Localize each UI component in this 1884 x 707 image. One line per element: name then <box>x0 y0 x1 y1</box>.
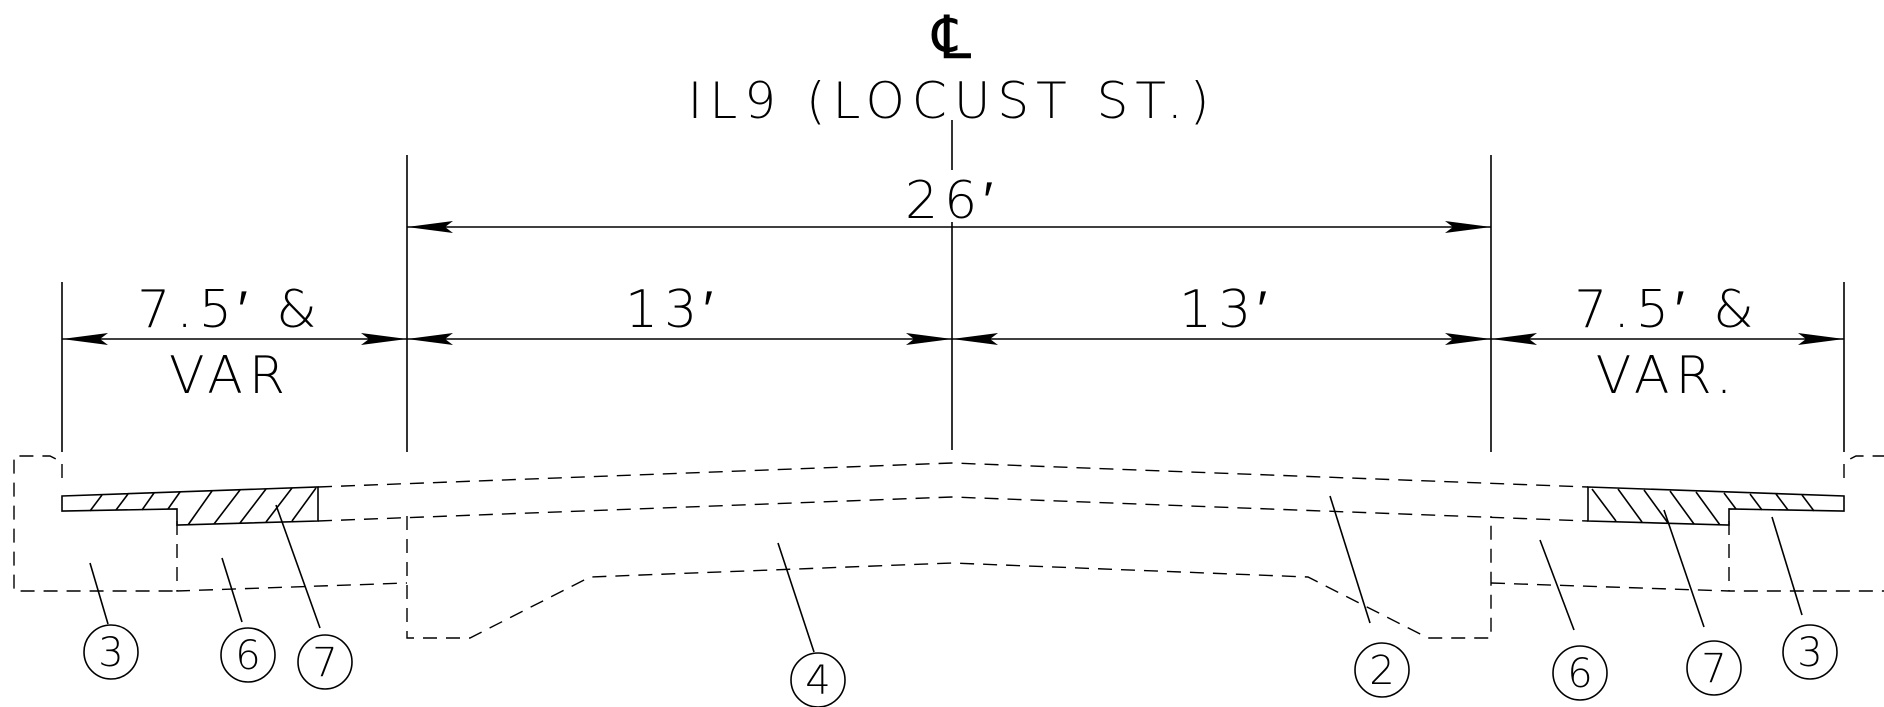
hatched-shoulder-right <box>1587 486 1845 526</box>
curb-outline-left <box>13 455 177 592</box>
callout-number: 7 <box>1701 646 1726 692</box>
callout-3-right: 3 <box>1782 624 1838 680</box>
curb-outline-right <box>1843 455 1884 478</box>
shoulder-base-right <box>1490 582 1884 592</box>
dimension-lane-left-label: 13′ <box>625 280 719 340</box>
dimension-overall-label: 26′ <box>905 171 999 231</box>
dimension-shoulder-right-line2: VAR. <box>1596 346 1739 406</box>
hatched-shoulder-left <box>61 486 319 526</box>
callout-6-right: 6 <box>1552 645 1608 701</box>
callout-number: 3 <box>98 630 123 676</box>
callout-7-left: 7 <box>297 634 353 690</box>
hatch-lines-left <box>89 487 317 526</box>
callout-7-right: 7 <box>1686 640 1742 696</box>
callout-number: 7 <box>312 640 337 686</box>
callout-number: 4 <box>805 658 830 704</box>
callout-3-left: 3 <box>83 624 139 680</box>
leader-lines <box>89 495 1803 653</box>
callout-number: 2 <box>1369 648 1394 694</box>
callout-number: 3 <box>1797 630 1822 676</box>
dimension-lane-right-label: 13′ <box>1179 280 1273 340</box>
dimension-shoulder-left-line2: VAR <box>169 346 291 406</box>
callout-number: 6 <box>1567 651 1592 697</box>
callout-6-left: 6 <box>220 627 276 683</box>
pavement-bottom-surface <box>317 496 1589 522</box>
hatch-lines-right <box>1591 488 1815 526</box>
shoulder-base-left <box>176 521 408 592</box>
callout-4: 4 <box>790 652 846 707</box>
callout-number: 6 <box>235 633 260 679</box>
dimension-shoulder-right-line1: 7.5′ & <box>1574 280 1760 340</box>
pavement-top-surface <box>317 462 1589 488</box>
road-name-label: IL9 (LOCUST ST.) <box>688 72 1217 130</box>
subbase-outline <box>406 516 1492 639</box>
centerline-symbol: ℄ <box>931 3 972 73</box>
dimension-shoulder-left-line1: 7.5′ & <box>137 280 323 340</box>
callout-2: 2 <box>1354 642 1410 698</box>
